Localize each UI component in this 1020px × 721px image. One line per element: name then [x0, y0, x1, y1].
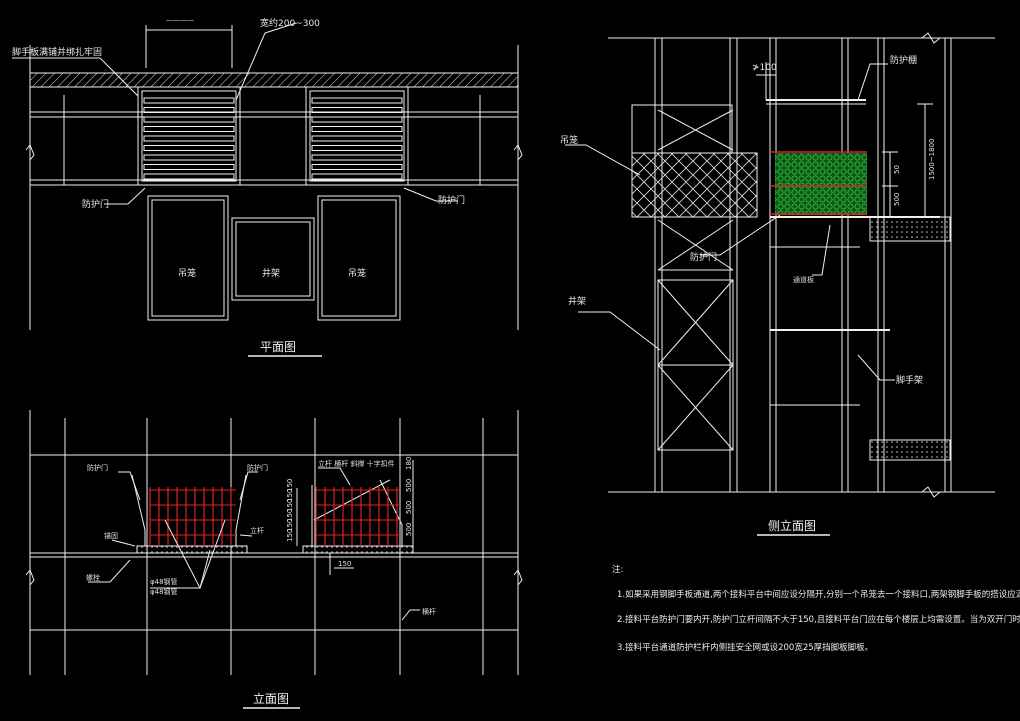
plan-slat — [143, 116, 235, 123]
elev-dim-bottom: 150 — [338, 560, 351, 568]
elev-pipe2-label: φ48钢管 — [150, 587, 178, 596]
side-dim-total: 1500~1800 — [928, 139, 936, 181]
plan-mast — [231, 217, 315, 301]
plan-slat — [143, 173, 235, 180]
plan-view — [12, 22, 523, 357]
slab-hatch — [29, 72, 519, 88]
elev-dim-left-text: 150 — [286, 529, 294, 542]
plan-slat — [311, 107, 403, 113]
plan-platform-right — [305, 86, 409, 186]
plan-slat — [311, 145, 403, 151]
elev-dim-left-text: 150 — [286, 489, 294, 502]
plan-slat — [143, 97, 235, 104]
elev-dim-right-text: 500 — [405, 501, 413, 514]
elev-post-label: 立杆 — [250, 526, 264, 535]
side-cage-label: 吊笼 — [560, 134, 578, 146]
plan-slat — [143, 154, 235, 161]
elev-dim-right-text: 500 — [405, 479, 413, 492]
side-gap-label: ≯100 — [752, 63, 777, 73]
plan-door-right-label: 防护门 — [438, 194, 465, 206]
plan-mast-label: 井架 — [262, 267, 280, 279]
elevation-title: 立面图 — [253, 691, 289, 706]
note-2: 2.接料平台防护门要内开,防护门立杆间隔不大于150,且接料平台门应在每个楼层上… — [617, 614, 1020, 625]
side-passage-label: 通道板 — [793, 275, 814, 284]
elev-dim-left-text: 150 — [286, 519, 294, 532]
side-dim-b: 500 — [893, 193, 901, 206]
plan-platform-left — [137, 86, 241, 186]
elev-dim-right-text: 180 — [405, 457, 413, 470]
side-guard-shed-label: 防护棚 — [890, 54, 917, 66]
plan-cage-right-label: 吊笼 — [348, 267, 366, 279]
side-mast-label: 井架 — [568, 295, 586, 307]
plan-width-note: ———— — [166, 16, 194, 24]
plan-slat — [311, 97, 403, 104]
plan-slat — [311, 135, 403, 142]
elev-anchor-label: 锚固 — [104, 531, 118, 540]
plan-rail-label: 脚手板满铺并绑扎牢固 — [12, 46, 102, 58]
note-3: 3.接料平台通道防护栏杆内侧挂安全网或设200宽25厚挡脚板脚板。 — [617, 642, 873, 653]
plan-door-left-label: 防护门 — [82, 198, 109, 210]
elev-dims-right: 180 500 500 500 — [405, 457, 413, 536]
plan-cage-left — [147, 195, 229, 321]
side-title: 侧立面图 — [768, 518, 816, 533]
side-view — [565, 32, 995, 536]
side-dim-a: 50 — [893, 165, 901, 174]
elevation-view — [25, 410, 523, 709]
plan-slat — [311, 116, 403, 123]
elev-dim-left-text: 150 — [286, 509, 294, 522]
elev-ledger-label: 横杆 — [422, 607, 436, 616]
elev-dim-left-text: 150 — [286, 479, 294, 492]
plan-slat — [311, 154, 403, 161]
side-scaffold-label: 脚手架 — [896, 374, 923, 386]
plan-slat — [311, 126, 403, 132]
note-1: 1.如果采用钢脚手板通道,两个接料平台中间应设分隔开,分别一个吊笼去一个接料口,… — [617, 589, 1020, 600]
plan-slat — [311, 173, 403, 180]
side-cage — [631, 152, 758, 218]
notes-heading: 注: — [612, 564, 623, 575]
plan-title: 平面图 — [260, 340, 296, 354]
plan-cage-left-label: 吊笼 — [178, 267, 196, 279]
elev-door-mid-label: 防护门 — [247, 463, 268, 472]
elev-dim-left-text: 150 — [286, 499, 294, 512]
plan-cage-right — [317, 195, 401, 321]
plan-slat — [143, 145, 235, 151]
side-door-label: 防护门 — [690, 251, 717, 263]
plan-width-label: 宽约200~300 — [260, 17, 320, 29]
elev-right-top-label: 立杆 横杆 斜撑 十字扣件 — [318, 459, 395, 468]
elev-bolt-label: 螺栓 — [86, 573, 100, 582]
plan-slat — [143, 126, 235, 132]
elev-door-left-label: 防护门 — [87, 463, 108, 472]
elev-pipe1-label: φ48钢管 — [150, 577, 178, 586]
plan-slat — [143, 135, 235, 142]
side-mesh-panel — [775, 153, 867, 215]
plan-slat — [311, 164, 403, 170]
plan-slat — [143, 164, 235, 170]
plan-slat — [143, 107, 235, 113]
elev-dim-right-text: 500 — [405, 523, 413, 536]
